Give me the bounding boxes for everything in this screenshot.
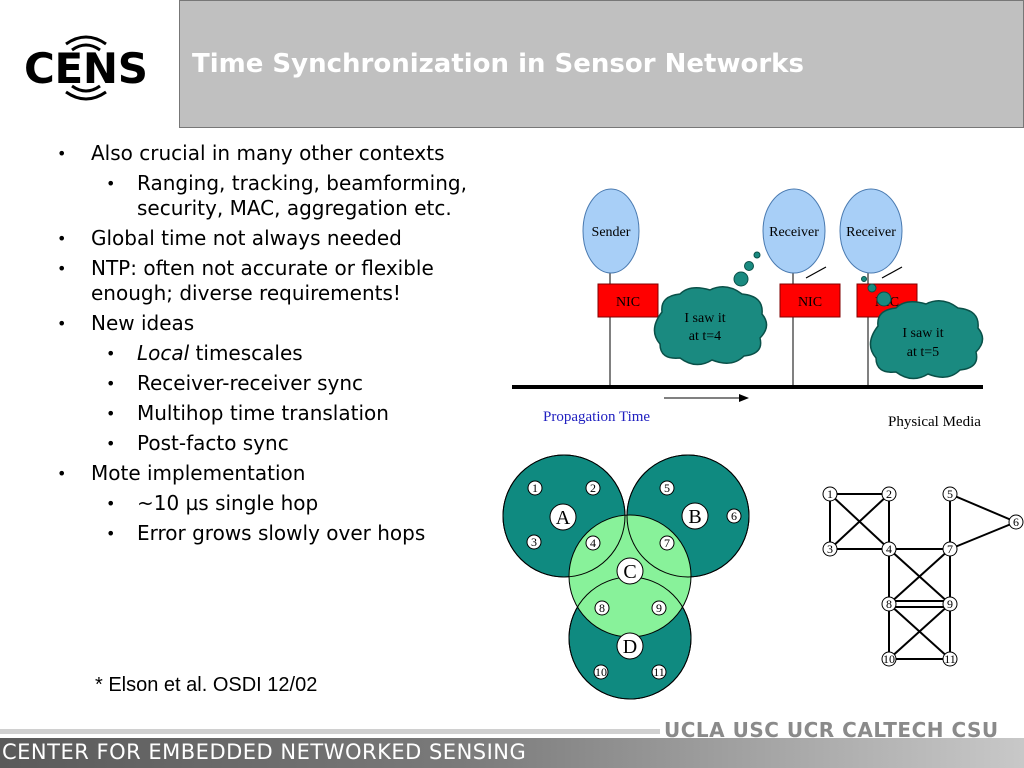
cluster-node-10: 10 — [595, 665, 607, 679]
sender-nic — [597, 283, 659, 318]
nic-label-receiver-1: NIC — [798, 295, 822, 310]
cluster-label-b: B — [688, 506, 701, 528]
cluster-diagram: A B C D 1 2 3 4 5 6 7 8 9 10 11 — [502, 454, 750, 700]
nic-label-sender: NIC — [616, 295, 640, 310]
bullet-text: enough; diverse requirements! — [91, 281, 401, 305]
sender-label: Sender — [592, 225, 631, 240]
graph-node-7: 7 — [947, 542, 953, 556]
bullet-text: ~10 µs single hop — [137, 491, 319, 515]
receiver-sync-diagram: Sender Receiver Receiver NIC NIC NIC I s… — [512, 188, 984, 430]
graph-node-2: 2 — [886, 487, 892, 501]
bullet-text: Multihop time translation — [137, 401, 389, 425]
graph-node-4: 4 — [886, 542, 892, 556]
graph-node-8: 8 — [886, 597, 892, 611]
cluster-label-a: A — [556, 507, 571, 529]
bullet-5-sub-2: •Error grows slowly over hops — [106, 521, 426, 545]
bullet-list: •Also crucial in many other contexts •Ra… — [0, 0, 467, 545]
bullet-text: Error grows slowly over hops — [137, 521, 426, 545]
cluster-node-11: 11 — [653, 665, 665, 679]
bullet-text: Also crucial in many other contexts — [91, 141, 445, 165]
bullet-text: NTP: often not accurate or flexible — [91, 256, 434, 280]
footer-divider — [0, 729, 660, 734]
bullet-text-italic: Local — [137, 341, 190, 365]
graph-node-11: 11 — [944, 652, 956, 666]
bullet-5: •Mote implementation — [57, 461, 306, 485]
cluster-node-3: 3 — [531, 535, 537, 549]
bullet-text: Mote implementation — [91, 461, 306, 485]
svg-text:at t=4: at t=4 — [689, 329, 721, 344]
slide-title: Time Synchronization in Sensor Networks — [192, 49, 804, 79]
cluster-node-5: 5 — [664, 481, 670, 495]
cluster-node-8: 8 — [599, 601, 605, 615]
bullet-4-sub-4: •Post-facto sync — [106, 431, 289, 455]
cluster-label-c: C — [623, 561, 636, 583]
receiver-node-2 — [839, 188, 903, 274]
bullet-4-sub-2: •Receiver-receiver sync — [106, 371, 364, 395]
cens-logo: CENS — [24, 35, 148, 101]
receiver-label-1: Receiver — [769, 225, 819, 240]
bullet-2: •Global time not always needed — [57, 226, 402, 250]
bullet-text: Receiver-receiver sync — [137, 371, 364, 395]
cluster-node-2: 2 — [590, 481, 596, 495]
bullet-4-sub-3: •Multihop time translation — [106, 401, 389, 425]
bullet-1-sub-1-cont: security, MAC, aggregation etc. — [137, 196, 452, 221]
footer-band — [0, 738, 1024, 768]
bullet-1: •Also crucial in many other contexts — [57, 141, 445, 165]
bullet-text: Ranging, tracking, beamforming, — [137, 171, 467, 195]
receiver-nic-1 — [779, 283, 841, 318]
cluster-node-7: 7 — [664, 536, 670, 550]
receiver-label-2: Receiver — [846, 225, 896, 240]
graph-node-10: 10 — [883, 652, 895, 666]
cluster-node-9: 9 — [656, 601, 662, 615]
bullet-1-sub-1: •Ranging, tracking, beamforming, — [106, 171, 467, 195]
bullet-5-sub-1: •~10 µs single hop — [106, 491, 319, 515]
graph-node-9: 9 — [947, 597, 953, 611]
footnote-citation: * Elson et al. OSDI 12/02 — [95, 674, 318, 696]
graph-node-5: 5 — [947, 487, 953, 501]
svg-text:I saw it: I saw it — [902, 326, 943, 341]
title-bar: Time Synchronization in Sensor Networks — [179, 0, 1024, 128]
cluster-node-4: 4 — [590, 536, 596, 550]
propagation-label: Propagation Time — [543, 409, 650, 425]
sender-node — [582, 188, 640, 274]
thought-cloud-1: I saw it at t=4 — [653, 286, 768, 366]
svg-text:I saw it: I saw it — [684, 311, 725, 326]
cluster-label-d: D — [623, 636, 637, 658]
bullet-3-cont: enough; diverse requirements! — [91, 281, 401, 306]
translation-graph — [829, 493, 1017, 660]
cluster-node-1: 1 — [532, 481, 538, 495]
footer-org-name: CENTER FOR EMBEDDED NETWORKED SENSING — [2, 740, 527, 764]
svg-text:at t=5: at t=5 — [907, 345, 939, 360]
cluster-node-6: 6 — [731, 509, 737, 523]
physical-media-label: Physical Media — [888, 414, 981, 430]
bullet-3: •NTP: often not accurate or flexible — [57, 256, 434, 280]
bullet-4-sub-1: •Local timescales — [106, 341, 303, 365]
bullet-text: timescales — [189, 341, 303, 365]
bullet-text: security, MAC, aggregation etc. — [137, 196, 452, 220]
bullet-4: •New ideas — [57, 311, 195, 335]
bullet-text: Post-facto sync — [137, 431, 289, 455]
receiver-node-1 — [762, 188, 826, 274]
graph-node-1: 1 — [827, 487, 833, 501]
translation-graph-nodes: 1 2 3 4 5 6 7 8 9 10 11 — [822, 486, 1024, 667]
graph-node-6: 6 — [1013, 515, 1019, 529]
graph-node-3: 3 — [827, 542, 833, 556]
bullet-text: Global time not always needed — [91, 226, 402, 250]
thought-cloud-2: I saw it at t=5 — [869, 300, 984, 380]
svg-text:CENS: CENS — [24, 44, 148, 93]
bullet-text: New ideas — [91, 311, 195, 335]
